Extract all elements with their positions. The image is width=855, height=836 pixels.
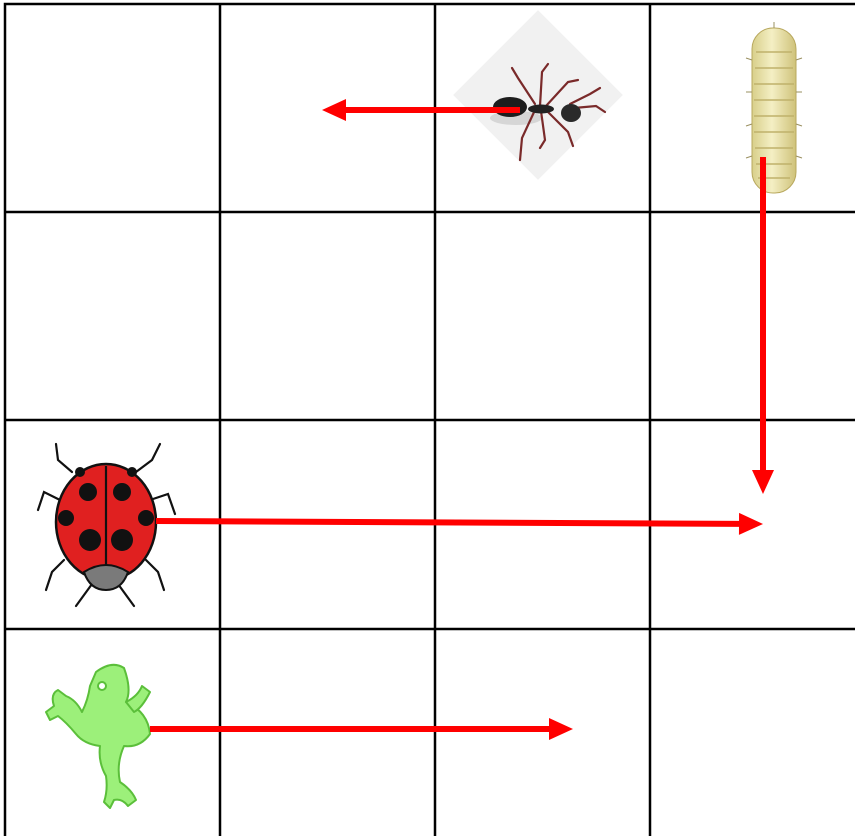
- ant-icon: [453, 10, 623, 180]
- ladybug-arrow-head: [739, 513, 763, 535]
- ant-arrow-head: [322, 99, 346, 121]
- ladybug-icon: [38, 444, 175, 606]
- ant-thorax: [528, 105, 554, 114]
- caterpillar-body: [752, 28, 796, 193]
- caterpillar-arrow-head: [752, 470, 774, 494]
- frog-front-leg: [126, 686, 150, 712]
- frog-icon: [46, 665, 150, 808]
- caterpillar-icon: [746, 22, 802, 193]
- ant-head: [561, 104, 581, 122]
- frog-eye: [98, 682, 106, 690]
- ladybug-arrow-shaft: [156, 521, 739, 524]
- ant-photo-background: [453, 10, 623, 180]
- frog-arrow-head: [549, 718, 573, 740]
